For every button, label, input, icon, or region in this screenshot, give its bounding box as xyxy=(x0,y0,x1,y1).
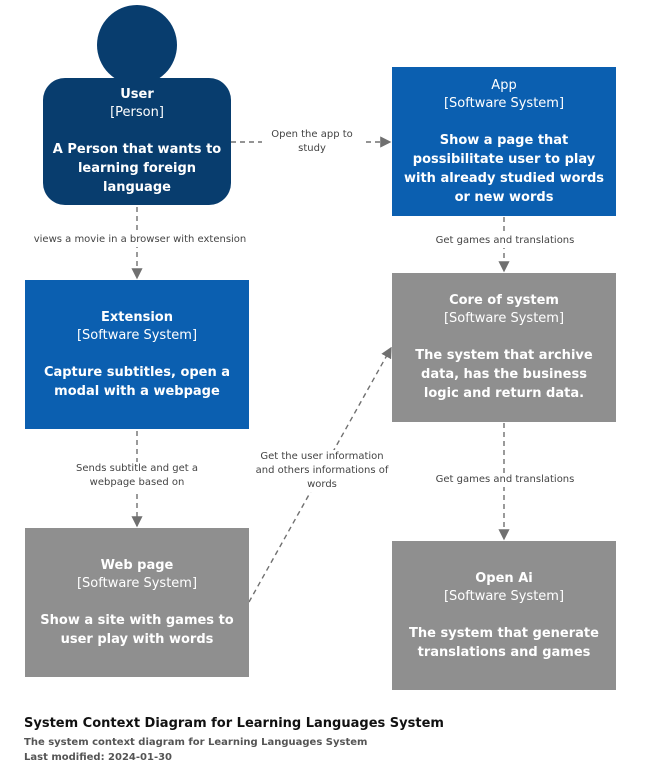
app-kind: [Software System] xyxy=(443,95,565,111)
label-app-core: Get games and translations xyxy=(420,234,590,248)
core-kind: [Software System] xyxy=(443,311,565,326)
diagram-subtitle: The system context diagram for Learning … xyxy=(24,737,368,748)
core-name: Core of system xyxy=(449,293,559,308)
label-core-openai: Get games and translations xyxy=(420,473,590,487)
user-name: User xyxy=(120,87,154,102)
diagram-title: System Context Diagram for Learning Lang… xyxy=(24,716,444,731)
openai-name: Open Ai xyxy=(475,570,533,586)
extension-desc: Capture subtitles, open a modal with a w… xyxy=(43,364,231,399)
label-user-extension: views a movie in a browser with extensio… xyxy=(20,233,260,247)
label-user-app: Open the app to study xyxy=(262,128,362,156)
last-modified: Last modified: 2024-01-30 xyxy=(24,752,173,763)
webpage-desc: Show a site with games to user play with… xyxy=(40,612,234,647)
user-kind: [Person] xyxy=(110,105,164,120)
user-person[interactable]: User [Person] A Person that wants to lea… xyxy=(43,78,231,205)
app-desc: Show a page that possibilitate user to p… xyxy=(403,132,604,205)
core-system[interactable]: Core of system [Software System] The sys… xyxy=(392,273,616,422)
webpage-system[interactable]: Web page [Software System] Show a site w… xyxy=(25,528,249,677)
extension-name: Extension xyxy=(101,309,173,325)
person-head-icon xyxy=(97,5,177,85)
webpage-kind: [Software System] xyxy=(76,575,198,591)
label-extension-webpage: Sends subtitle and get a webpage based o… xyxy=(72,462,202,490)
core-desc: The system that archive data, has the bu… xyxy=(415,348,593,401)
extension-kind: [Software System] xyxy=(76,327,198,343)
user-desc: A Person that wants to learning foreign … xyxy=(52,142,222,195)
label-webpage-core: Get the user information and others info… xyxy=(254,450,390,492)
openai-system[interactable]: Open Ai [Software System] The system tha… xyxy=(392,541,616,690)
webpage-name: Web page xyxy=(100,557,174,573)
app-name: App xyxy=(491,77,517,93)
app-system[interactable]: App [Software System] Show a page that p… xyxy=(392,67,616,216)
openai-kind: [Software System] xyxy=(443,588,565,604)
openai-desc: The system that generate translations an… xyxy=(409,625,599,660)
extension-system[interactable]: Extension [Software System] Capture subt… xyxy=(25,280,249,429)
